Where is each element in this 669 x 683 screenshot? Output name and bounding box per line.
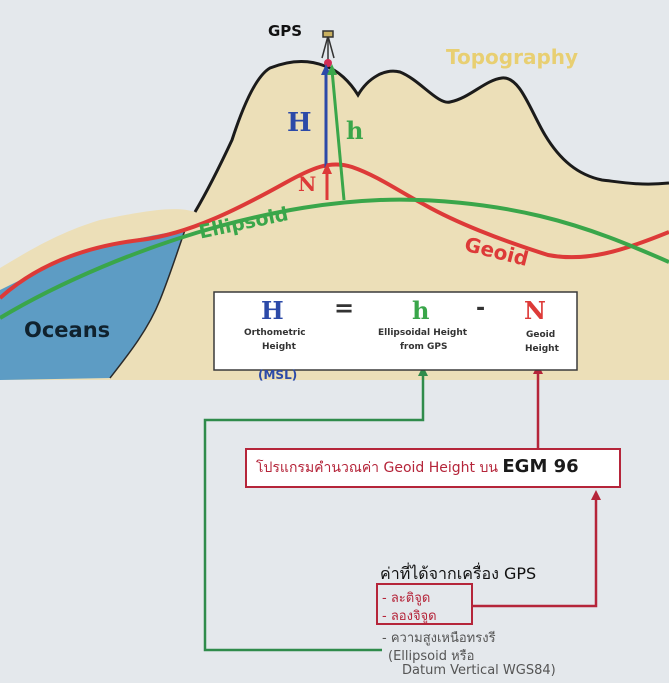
connector-h-arrowhead [418, 366, 428, 376]
formula-H-caption-2: Height [262, 342, 296, 352]
oceans-label: Oceans [24, 318, 111, 342]
lat-long-highlight [376, 583, 473, 625]
ocean-fill [0, 230, 185, 380]
gps-value-datum-2: Datum Vertical WGS84) [402, 663, 556, 678]
formula-h-caption-1: Ellipsoidal Height [378, 328, 468, 338]
formula-h: h [412, 296, 430, 325]
formula-N-caption-2: Height [525, 344, 559, 354]
connector-gps-to-egm [472, 498, 598, 608]
egm-text-thai: โปรแกรมคำนวณค่า Geoid Height บน [256, 460, 503, 476]
gps-value-latitude: - ละติจูด [382, 591, 431, 606]
gps-value-height: - ความสูงเหนือทรงรี [382, 631, 496, 646]
gps-tripod-icon [321, 30, 335, 60]
gps-value-datum-1: (Ellipsoid หรือ [388, 649, 475, 664]
h-ortho-label: H [287, 108, 312, 138]
connector-gps-to-h [203, 374, 425, 652]
gps-values-title: ค่าที่ได้จากเครื่อง GPS [380, 564, 537, 583]
formula-N: N [524, 296, 546, 325]
formula-equals: = [334, 294, 355, 322]
coastline [109, 229, 186, 379]
formula-H: H [261, 296, 284, 325]
formula-N-caption-1: Geoid [526, 330, 556, 340]
egm-model: EGM 96 [502, 456, 579, 477]
connector-gps-arrowhead [591, 490, 601, 500]
topography-label: Topography [446, 45, 579, 69]
h-ellipsoidal-arrow [330, 69, 346, 201]
n-geoid-label: N [298, 172, 317, 196]
ellipsoid-curve [0, 197, 669, 320]
egm-text: โปรแกรมคำนวณค่า Geoid Height บน EGM 96 [256, 456, 579, 479]
gps-label: GPS [268, 22, 303, 40]
n-geoid-arrowhead [322, 163, 332, 174]
h-ellipsoidal-arrowhead [327, 64, 337, 75]
geoid-curve [0, 162, 669, 300]
formula-box [213, 291, 578, 371]
formula-H-caption-1: Orthometric [244, 328, 306, 338]
h-ellipsoidal-label: h [346, 116, 364, 145]
gps-value-longitude: - ลองจิจูด [382, 609, 437, 624]
msl-label: (MSL) [258, 368, 298, 382]
egm-box [245, 448, 621, 488]
formula-minus: - [476, 296, 486, 321]
formula-h-caption-2: from GPS [400, 342, 448, 352]
topography-line [193, 60, 669, 213]
